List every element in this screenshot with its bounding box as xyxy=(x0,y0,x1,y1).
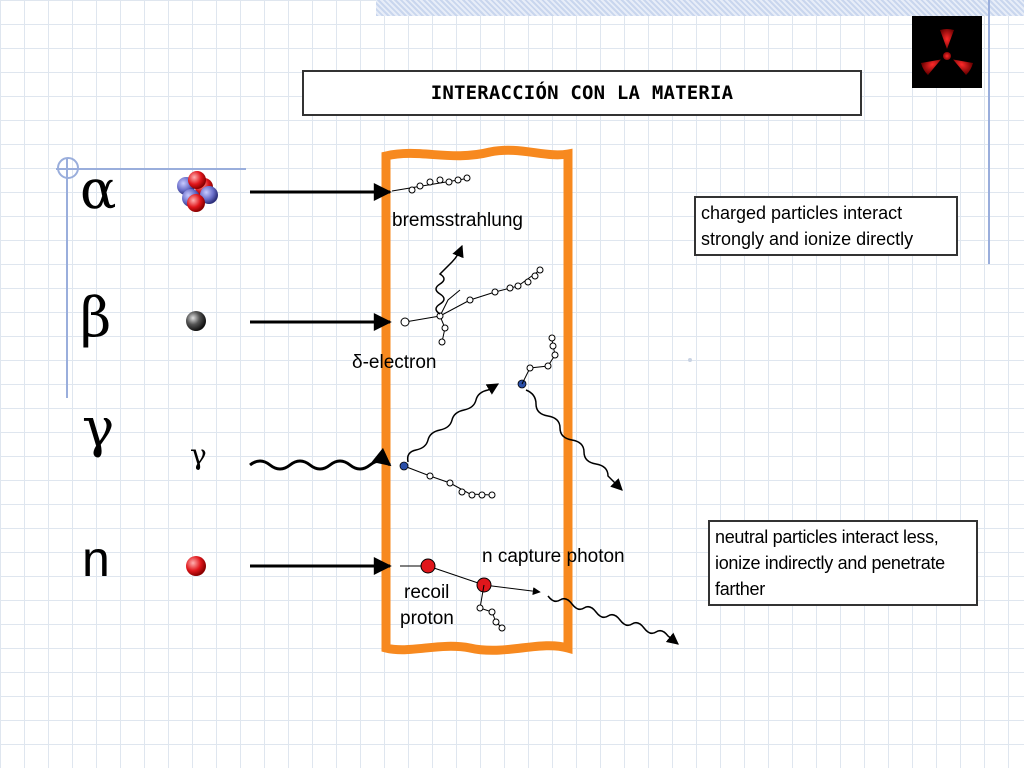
decorative-line-right xyxy=(988,0,990,264)
neutron-path-3 xyxy=(483,584,541,596)
beta-bremsstrahlung-photon xyxy=(435,244,464,315)
alpha-track xyxy=(391,174,471,194)
charged-particles-note: charged particles interact strongly and … xyxy=(694,196,958,256)
gamma-small-glyph: γ xyxy=(190,438,207,471)
beta-track xyxy=(400,266,544,346)
gamma-electron-track xyxy=(403,465,496,499)
delta-electron-label: δ-electron xyxy=(352,352,437,373)
neutron-path-2 xyxy=(427,565,485,586)
bremsstrahlung-label: bremsstrahlung xyxy=(392,210,523,231)
alpha-particle-icon xyxy=(177,171,218,212)
page-title: INTERACCIÓN CON LA MATERIA xyxy=(302,70,862,116)
neutron-particle-icon xyxy=(186,556,206,576)
gamma-scattered-photon-2 xyxy=(525,389,623,491)
material-slab xyxy=(381,145,573,655)
gamma-wave-arrow xyxy=(249,447,392,471)
neutron-symbol: n xyxy=(82,531,110,587)
radiation-trefoil-icon xyxy=(912,16,982,88)
n-capture-photon-label: n capture photon xyxy=(482,546,625,567)
decorative-line-top xyxy=(56,168,246,170)
proton-label: proton xyxy=(400,608,454,629)
gamma-scattered-photon-1 xyxy=(406,383,500,463)
recoil-label: recoil xyxy=(404,582,450,603)
gamma-symbol: γ xyxy=(82,396,115,459)
beta-symbol: β xyxy=(80,286,112,349)
decorative-line-left xyxy=(66,158,68,398)
recoil-proton-track xyxy=(476,584,506,632)
beta-particle-icon xyxy=(186,311,206,331)
header-decoration-band xyxy=(376,0,1024,16)
neutral-particles-note: neutral particles interact less, ionize … xyxy=(708,520,978,606)
gamma-electron-1 xyxy=(399,461,409,471)
capture-photon xyxy=(547,595,679,645)
stray-dot xyxy=(688,358,692,362)
gamma-electron-2-track xyxy=(521,334,559,385)
recoil-proton-1 xyxy=(420,558,436,574)
alpha-symbol: α xyxy=(80,158,117,221)
decorative-circle xyxy=(57,157,79,179)
